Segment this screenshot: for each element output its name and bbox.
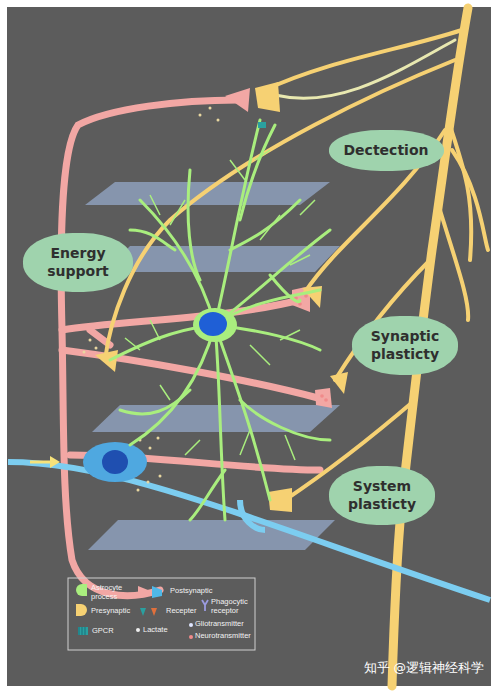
postsynaptic-terminal xyxy=(315,388,332,408)
legend-text: Gliotransmitter xyxy=(195,620,251,629)
label-text: Dectection xyxy=(344,141,429,159)
label-blob: Dectection xyxy=(329,130,444,171)
label-text: Energy support xyxy=(37,244,119,280)
legend-text: Postsynaptic xyxy=(170,587,230,596)
legend-text: Neurotransmitter xyxy=(195,632,253,641)
legend-text: Presynaptic xyxy=(91,607,133,616)
label-text: System plasticty xyxy=(343,477,421,513)
presynaptic-terminal xyxy=(268,488,292,512)
legend-box xyxy=(68,578,255,650)
blue-soma xyxy=(83,442,147,482)
presynaptic-axons xyxy=(105,8,488,686)
neurotransmitter-dots xyxy=(294,294,328,402)
legend-icon xyxy=(138,604,168,620)
astrocyte-soma xyxy=(193,308,237,342)
legend-swatch xyxy=(76,584,87,596)
blue-axon xyxy=(8,462,490,600)
astrocyte-processes xyxy=(110,120,330,520)
blue-nucleus xyxy=(102,450,128,474)
legend-icon xyxy=(136,584,166,600)
background xyxy=(7,7,491,686)
label-blob: Energy support xyxy=(23,233,133,292)
legend-text: Recepter xyxy=(166,607,198,616)
legend-text: Phagocytic receptor xyxy=(211,598,253,615)
planes xyxy=(85,182,340,550)
legend-text: Lactate xyxy=(143,626,179,635)
signal-arrowhead xyxy=(50,456,60,468)
label-text: Synaptic plasticty xyxy=(366,327,444,363)
lactate-dots xyxy=(83,107,220,492)
legend-text: Astrocyte process xyxy=(91,584,131,601)
gpcr xyxy=(258,122,266,128)
presynaptic-terminal xyxy=(95,350,118,372)
postsynaptic-terminal xyxy=(225,88,250,112)
presynaptic-terminal xyxy=(255,82,280,112)
postsynaptic-neurons xyxy=(61,100,320,596)
label-blob: System plasticty xyxy=(329,466,435,525)
label-blob: Synaptic plasticty xyxy=(352,316,458,375)
presynaptic-terminal xyxy=(330,372,348,394)
blue-dendrite xyxy=(240,500,265,530)
astrocyte-fine-processes xyxy=(125,150,315,460)
astrocyte-nucleus xyxy=(199,312,227,336)
legend-text: GPCR xyxy=(92,627,128,636)
watermark: 知乎 @逻辑神经科学 xyxy=(364,660,484,677)
